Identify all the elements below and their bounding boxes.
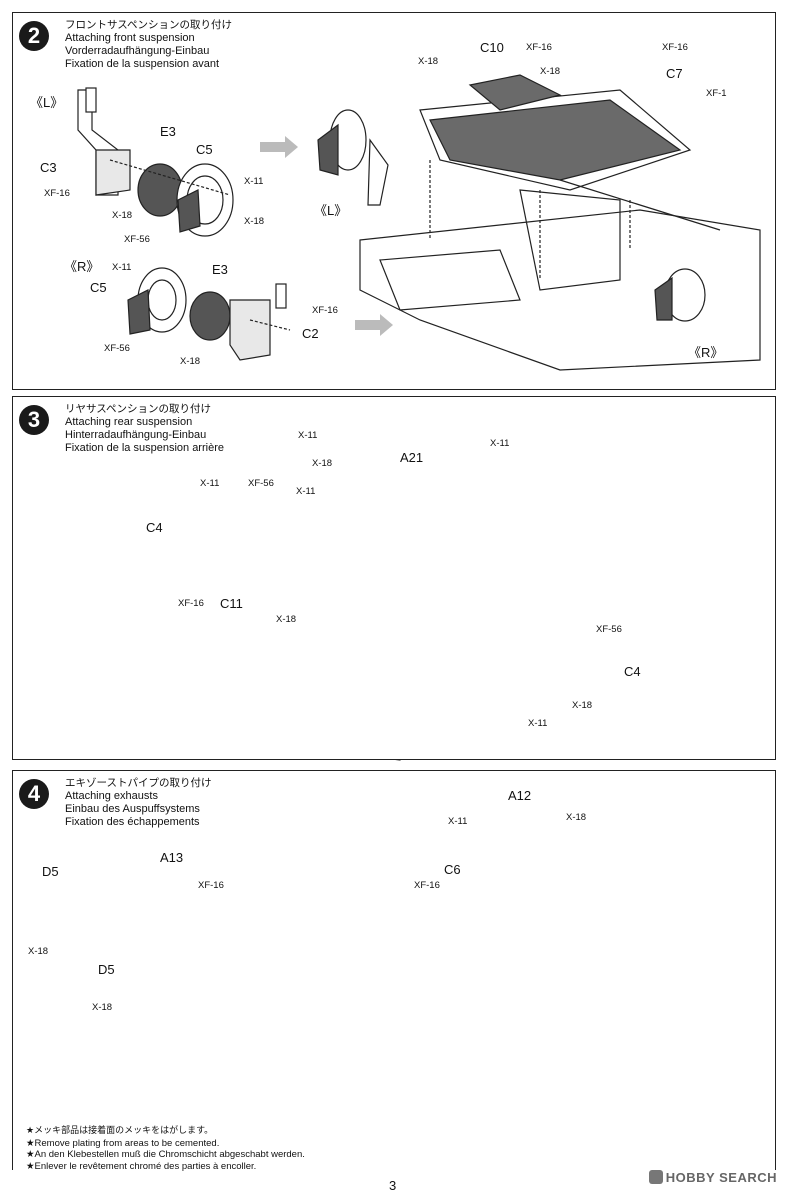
label-L-top: 《L》	[30, 95, 64, 110]
label-X18-c: X-18	[180, 356, 201, 367]
title-jp: エキゾーストパイプの取り付け	[65, 777, 212, 789]
step-number: 2	[19, 21, 49, 51]
note-jp: ★メッキ部品は接着面のメッキをはがします。	[26, 1126, 214, 1136]
label-A12: A12	[508, 788, 532, 803]
label-X18-a: X-18	[566, 812, 587, 823]
step-title: リヤサスペンションの取り付け Attaching rear suspension…	[65, 403, 224, 455]
label-X11-c: X-11	[296, 486, 316, 497]
label-X18-d: X-18	[418, 56, 439, 67]
title-fr: Fixation des échappements	[65, 816, 200, 828]
label-X11-a: X-11	[244, 176, 264, 187]
page-number: 3	[389, 1178, 397, 1193]
label-XF16: XF-16	[178, 598, 204, 609]
label-X18-c: X-18	[572, 700, 593, 711]
label-XF56-b: XF-56	[104, 343, 130, 354]
label-X11-e: X-11	[528, 718, 548, 729]
label-XF56-a: XF-56	[248, 478, 274, 489]
watermark-logo-icon	[648, 1170, 663, 1184]
label-E3-a: E3	[160, 124, 176, 139]
title-fr: Fixation de la suspension arrière	[65, 442, 224, 454]
label-X18-a: X-18	[112, 210, 133, 221]
label-C7: C7	[666, 66, 683, 81]
label-XF16-b: XF-16	[414, 880, 440, 891]
title-jp: リヤサスペンションの取り付け	[65, 403, 212, 415]
title-jp: フロントサスペンションの取り付け	[65, 19, 233, 31]
title-de: Vorderradaufhängung-Einbau	[65, 45, 210, 57]
label-C6: C6	[444, 862, 461, 877]
label-E3-b: E3	[212, 262, 228, 277]
note-en: ★Remove plating from areas to be cemente…	[26, 1137, 220, 1149]
label-A13: A13	[160, 850, 184, 865]
note-fr: ★Enlever le revêtement chromé des partie…	[26, 1160, 257, 1172]
label-C4-a: C4	[146, 520, 163, 535]
label-D5-b: D5	[98, 962, 115, 977]
label-X18-b: X-18	[244, 216, 265, 227]
label-XF16-c: XF-16	[526, 42, 552, 53]
label-C3: C3	[40, 160, 57, 175]
label-R: 《R》	[64, 259, 100, 274]
label-XF16-a: XF-16	[198, 880, 224, 891]
label-XF16-d: XF-16	[662, 42, 688, 53]
label-L-mid: 《L》	[314, 203, 348, 218]
step-3-panel: 3 リヤサスペンションの取り付け Attaching rear suspensi…	[12, 396, 776, 760]
label-XF56-b: XF-56	[596, 624, 622, 635]
label-X18-c: X-18	[92, 1002, 113, 1013]
label-A21: A21	[400, 450, 424, 465]
label-X11-d: X-11	[200, 478, 220, 489]
title-en: Attaching rear suspension	[65, 416, 193, 428]
label-XF16-b: XF-16	[312, 305, 338, 316]
title-fr: Fixation de la suspension avant	[65, 58, 220, 70]
label-X11: X-11	[448, 816, 468, 827]
label-XF1: XF-1	[706, 88, 727, 99]
title-de: Hinterradaufhängung-Einbau	[65, 429, 207, 441]
label-C10: C10	[480, 40, 504, 55]
label-X18-b: X-18	[28, 946, 49, 957]
label-XF56-a: XF-56	[124, 234, 150, 245]
label-X18-b: X-18	[276, 614, 297, 625]
label-XF16-a: XF-16	[44, 188, 70, 199]
step-number: 3	[19, 405, 49, 435]
step-title: フロントサスペンションの取り付け Attaching front suspens…	[65, 19, 232, 71]
title-de: Einbau des Auspuffsystems	[65, 803, 200, 815]
label-X11-a: X-11	[298, 430, 318, 441]
label-C4-b: C4	[624, 664, 641, 679]
title-en: Attaching exhausts	[65, 790, 158, 802]
watermark-text: HOBBY SEARCH	[665, 1170, 777, 1185]
label-X11-b: X-11	[112, 262, 132, 273]
label-X18-a: X-18	[312, 458, 333, 469]
plating-note: ★メッキ部品は接着面のメッキをはがします。 ★Remove plating fr…	[26, 1126, 305, 1172]
note-de: ★An den Klebestellen muß die Chromschich…	[26, 1149, 305, 1160]
step-title: エキゾーストパイプの取り付け Attaching exhausts Einbau…	[65, 777, 211, 829]
step-number: 4	[19, 779, 49, 809]
label-C2: C2	[302, 326, 319, 341]
title-en: Attaching front suspension	[65, 32, 195, 44]
label-C5-b: C5	[90, 280, 107, 295]
step-4-panel: 4 エキゾーストパイプの取り付け Attaching exhausts Einb…	[12, 770, 776, 1170]
label-X11-b: X-11	[490, 438, 510, 449]
watermark: HOBBY SEARCH	[648, 1170, 777, 1185]
label-D5-a: D5	[42, 864, 59, 879]
label-R-right: 《R》	[688, 345, 724, 360]
label-C5-a: C5	[196, 142, 213, 157]
label-C11: C11	[220, 596, 243, 611]
label-X18-e: X-18	[540, 66, 561, 77]
